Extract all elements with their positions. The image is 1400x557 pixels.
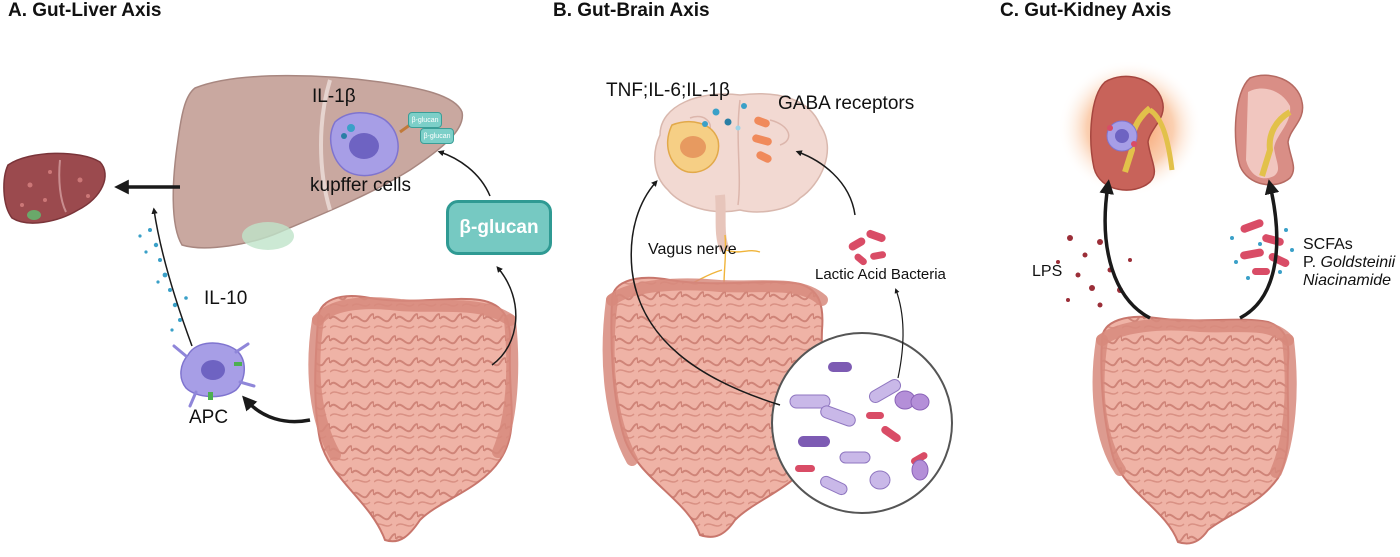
panel-b-title: B. Gut-Brain Axis xyxy=(553,0,710,21)
label-p-goldsteinii: P. Goldsteinii xyxy=(1303,254,1395,272)
label-il1b: IL-1β xyxy=(312,86,356,107)
apc-cell xyxy=(172,342,256,408)
diseased-liver xyxy=(3,152,106,224)
lps-dots xyxy=(1056,235,1132,308)
healthy-kidney xyxy=(1234,74,1304,186)
arrow-gut-to-brain xyxy=(630,180,781,406)
bacteria-magnifier xyxy=(771,332,953,514)
intestine-a xyxy=(308,295,519,543)
beta-glucan-box: β-glucan xyxy=(446,200,552,255)
scfa-bacteria xyxy=(1230,219,1294,280)
glucan-chip-2: β-glucan xyxy=(420,128,454,144)
intestine-c xyxy=(1092,315,1297,545)
panel-c-title: C. Gut-Kidney Axis xyxy=(1000,0,1172,21)
glucan-chip-1: β-glucan xyxy=(408,112,442,128)
label-apc: APC xyxy=(189,407,229,428)
label-lps: LPS xyxy=(1032,263,1063,280)
brain xyxy=(654,93,829,253)
inflamed-kidney xyxy=(1058,60,1202,196)
kupffer-cell xyxy=(330,112,415,177)
arrow-gut-to-apc xyxy=(242,395,311,424)
label-lactic-acid-bacteria: Lactic Acid Bacteria xyxy=(815,266,946,283)
arrow-scfa-to-kidney xyxy=(1239,179,1280,320)
arrow-lps-to-kidney xyxy=(1099,179,1151,320)
arrow-bacteria-to-gaba xyxy=(795,150,856,216)
label-niacinamide: Niacinamide xyxy=(1303,272,1392,289)
label-il10: IL-10 xyxy=(204,288,248,309)
label-kupffer-cells: kupffer cells xyxy=(310,175,412,196)
arrow-circle-to-bacteria xyxy=(894,288,904,379)
label-scfas: SCFAs xyxy=(1303,236,1353,253)
label-p-prefix: P. xyxy=(1303,254,1317,271)
label-vagus-nerve: Vagus nerve xyxy=(648,241,737,258)
panel-a-title: A. Gut-Liver Axis xyxy=(8,0,162,21)
label-goldsteinii: Goldsteinii xyxy=(1320,254,1396,271)
arrow-glucan-to-kupffer xyxy=(437,150,491,197)
label-gaba-receptors: GABA receptors xyxy=(778,93,915,114)
arrow-gut-to-glucan xyxy=(491,266,517,366)
lactic-acid-bacteria-icon xyxy=(848,229,887,266)
label-cytokines: TNF;IL-6;IL-1β xyxy=(606,80,730,101)
arrow-apc-to-liver xyxy=(151,207,193,347)
il10-dots xyxy=(138,228,188,332)
